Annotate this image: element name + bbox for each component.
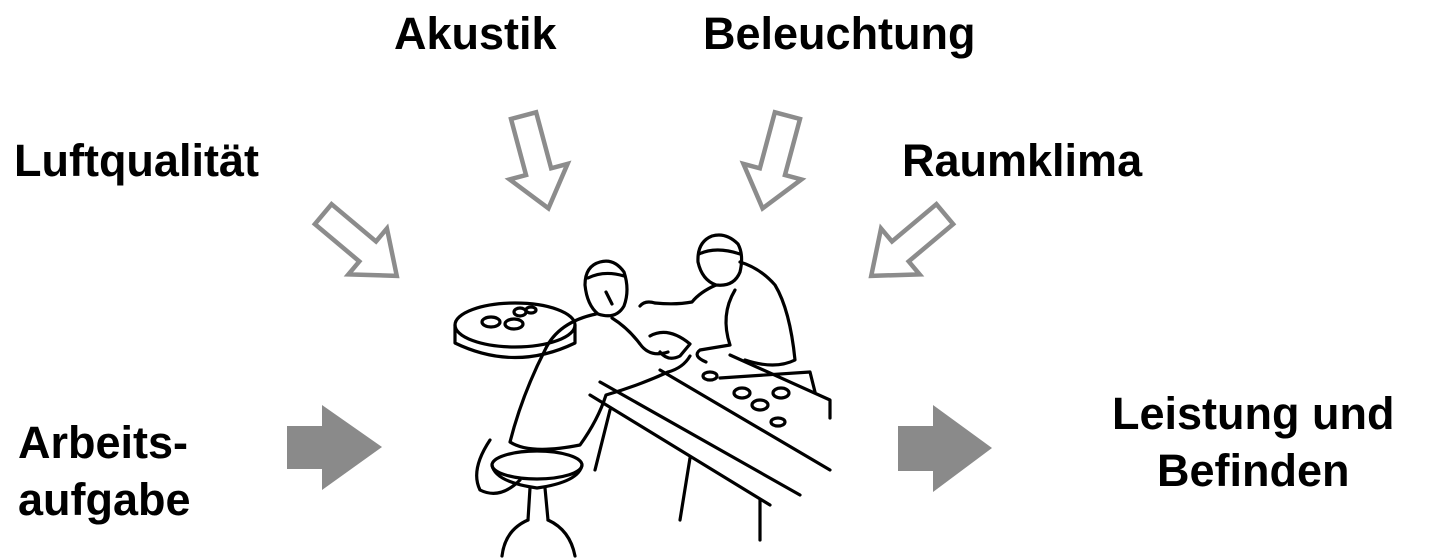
arrow-raumklima-icon (852, 191, 964, 299)
arrow-output-icon (898, 405, 992, 492)
arrow-beleuchtung-icon (734, 108, 817, 216)
arrow-akustik-icon (495, 108, 578, 216)
arrow-input-icon (287, 405, 382, 490)
arrow-luftqualitaet-icon (304, 191, 416, 299)
workers-illustration-icon (455, 235, 830, 556)
